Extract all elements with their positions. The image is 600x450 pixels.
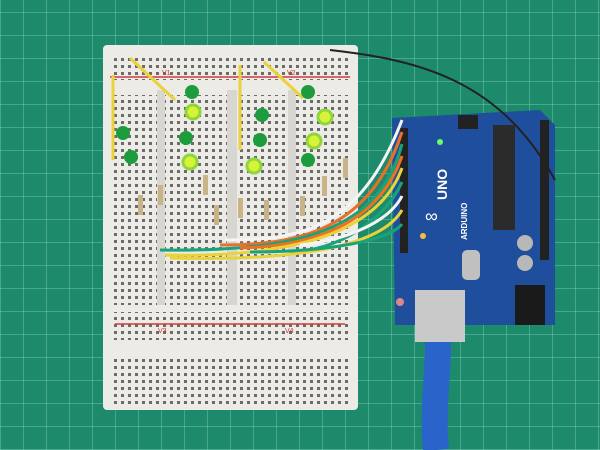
rail-label-v4: V4: [285, 328, 294, 335]
tx-led: [420, 233, 426, 239]
rail-label-v3: V3: [158, 328, 167, 335]
breadboard: V1 V2 V3 V4: [103, 45, 358, 410]
arduino-model-label: UNO: [434, 169, 450, 200]
usb-cable: [421, 339, 451, 450]
arduino-brand-label: ARDUINO: [460, 203, 469, 240]
rail-label-v2: V2: [287, 70, 296, 77]
leds-off: [116, 85, 315, 167]
arduino-board: UNO ARDUINO ∞: [392, 110, 555, 342]
usb-port: [415, 290, 465, 342]
jumper-wires-yellow: [111, 56, 305, 160]
leds-on: [181, 103, 334, 175]
power-led: [437, 139, 443, 145]
jumper-wires-to-arduino: [159, 49, 556, 260]
reset-button[interactable]: [396, 298, 404, 306]
resistors: [138, 158, 348, 225]
rail-label-v1: V1: [162, 70, 171, 77]
arduino-logo: ∞: [425, 206, 438, 226]
